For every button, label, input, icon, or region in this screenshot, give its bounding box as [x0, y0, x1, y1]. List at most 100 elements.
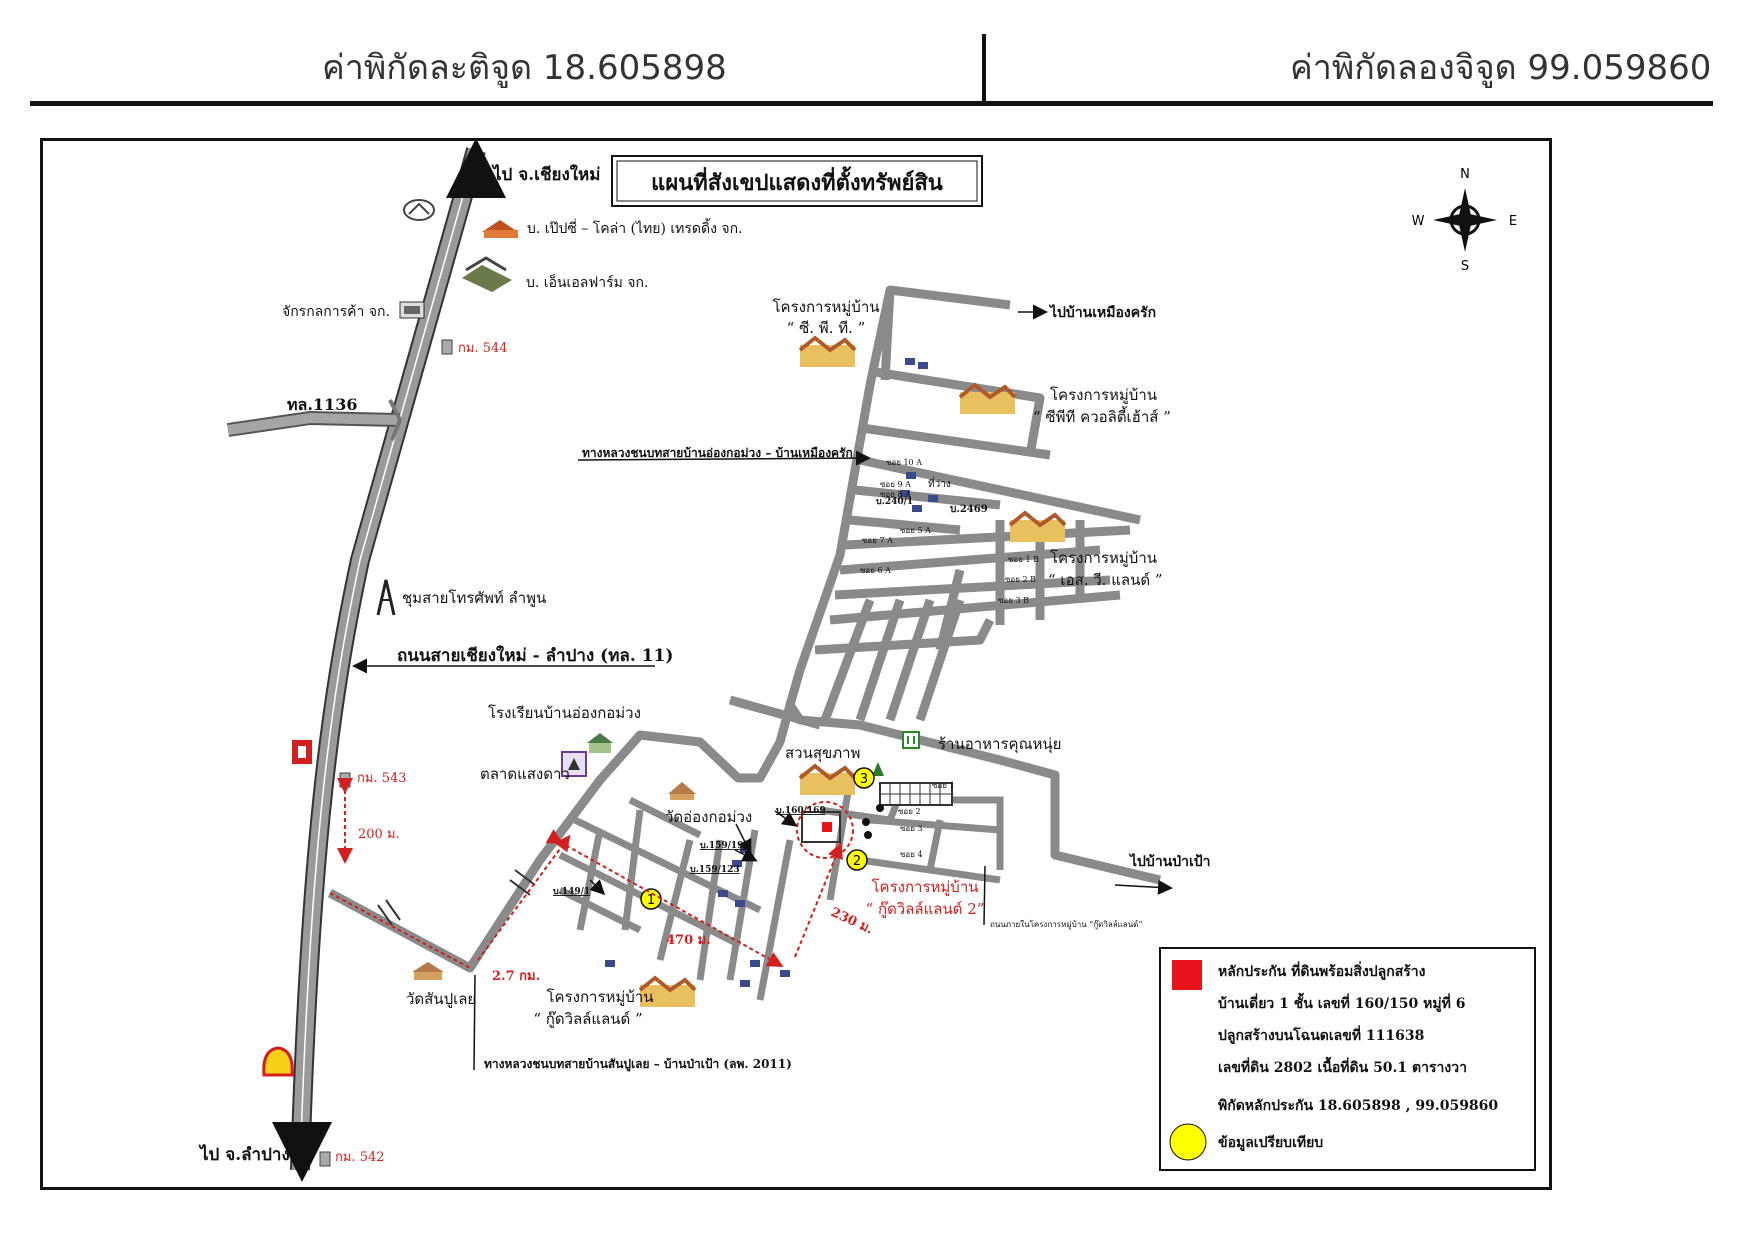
- label-goodville-road: ถนนภายในโครงการหมู่บ้าน “กู๊ดวิลล์แลนด์”: [990, 919, 1142, 930]
- label-arrows: [352, 304, 1173, 1071]
- local-roads: [327, 285, 1162, 973]
- compass-w: W: [1412, 214, 1425, 229]
- title-box: [611, 155, 983, 207]
- label-soi10a: ซอย 10 A: [886, 458, 922, 467]
- legend-collateral-1: หลักประกัน ที่ดินพร้อมสิ่งปลูกสร้าง: [1218, 961, 1426, 980]
- legend-collateral-swatch: [1172, 960, 1202, 990]
- distance-annotations: [329, 778, 843, 969]
- label-house-159-191: บ.159/191: [700, 841, 750, 851]
- comparable-marker-3: 3: [853, 767, 875, 789]
- building-block: [879, 782, 953, 806]
- label-soi5a: ซอย 5 A: [900, 526, 931, 535]
- telecom-tower-icon: [376, 579, 396, 616]
- label-soi3: ซอย 3: [900, 824, 923, 833]
- label-to-pa-pao: ไปบ้านป่าเป้า: [1128, 852, 1211, 870]
- highway-11: [290, 147, 486, 1171]
- park-tree-icon: [872, 762, 884, 776]
- compass-s: S: [1461, 259, 1469, 274]
- nl-farm-building-icon: [462, 256, 512, 292]
- legend-collateral-4: เลขที่ดิน 2802 เนื้อที่ดิน 50.1 ตารางวา: [1218, 1056, 1467, 1076]
- label-soi1: ซอย 1: [932, 781, 955, 790]
- label-km544: กม. 544: [458, 341, 508, 356]
- label-soi9a: ซอย 9 A: [880, 480, 911, 489]
- school-icon: [587, 733, 613, 753]
- label-wat-sanpulei: วัดสันปูเลย: [406, 990, 476, 1008]
- machinery-building-icon: [399, 301, 425, 319]
- label-proj-cpt-quality-2: “ ซีพีที ควอลิตี้เฮ้าส์ ”: [1033, 406, 1171, 426]
- header-rule: [30, 101, 1713, 106]
- compass-n: N: [1460, 167, 1470, 182]
- label-house-160: บ.160/169: [776, 806, 826, 816]
- legend-collateral-2: บ้านเดี่ยว 1 ชั้น เลขที่ 160/150 หมู่ที่…: [1218, 992, 1465, 1012]
- legend-comparable-swatch: [1169, 1123, 1207, 1161]
- label-house-2469: บ.2469: [950, 504, 988, 515]
- km-post-544-icon: [441, 339, 453, 355]
- legend-comparable: ข้อมูลเปรียบเทียบ: [1218, 1135, 1323, 1151]
- legend: หลักประกัน ที่ดินพร้อมสิ่งปลูกสร้าง บ้าน…: [1159, 947, 1536, 1171]
- housing-project-goodville2-icon: [798, 763, 857, 795]
- label-restaurant: ร้านอาหารคุณหนุ่ย: [938, 735, 1061, 754]
- mazda-logo-icon: [403, 199, 435, 221]
- label-to-muang-krak: ไปบ้านเหมืองครัก: [1048, 303, 1156, 321]
- label-to-chiangmai: ไป จ.เชียงใหม่: [491, 164, 600, 185]
- compass-e: E: [1509, 214, 1517, 229]
- rail-crossing-1: [377, 899, 401, 926]
- svg-text:3: 3: [860, 772, 868, 787]
- housing-project-sv-icon: [1008, 510, 1067, 542]
- label-dist-27: 2.7 กม.: [492, 969, 540, 984]
- comparable-marker-2: 2: [846, 849, 868, 871]
- label-proj-goodville2-2: “ กู๊ดวิลล์แลนด์ 2”: [866, 900, 985, 918]
- label-rural-road-north: ทางหลวงชนบทสายบ้านอ่องกอม่วง – บ้านเหมือ…: [582, 446, 853, 460]
- label-proj-cpt-quality-1: โครงการหมู่บ้าน: [1050, 386, 1157, 404]
- label-soi2b: ซอย 2 B: [1005, 575, 1036, 584]
- map-title: แผนที่สังเขปแสดงที่ตั้งทรัพย์สิน: [651, 166, 943, 196]
- pepsi-building-icon: [482, 220, 518, 238]
- collateral-plot: [796, 801, 854, 859]
- label-house-159-123: บ.159/123: [690, 865, 740, 875]
- header-divider-vertical: [982, 34, 986, 104]
- label-telecom: ชุมสายโทรศัพท์ ลำพูน: [402, 589, 546, 608]
- label-school: โรงเรียนบ้านอ่องกอม่วง: [488, 704, 641, 722]
- restaurant-icon: [902, 731, 920, 749]
- label-soi7a: ซอย 7 A: [862, 536, 893, 545]
- housing-project-cpt-icon: [798, 335, 857, 367]
- map-frame: [40, 138, 1552, 1190]
- label-house-149: บ.149/1: [553, 887, 590, 897]
- label-highway11: ถนนสายเชียงใหม่ - ลำปาง (ทล. 11): [397, 645, 673, 666]
- label-km542: กม. 542: [335, 1150, 385, 1165]
- temple-sanpulei-icon: [412, 962, 444, 980]
- label-soi6a: ซอย 6 A: [860, 566, 891, 575]
- label-soi2: ซอย 2: [898, 807, 921, 816]
- label-park: สวนสุขภาพ: [785, 744, 860, 763]
- legend-collateral-3: ปลูกสร้างบนโฉนดเลขที่ 111638: [1218, 1025, 1424, 1044]
- km-post-542-icon: [319, 1151, 331, 1167]
- label-soi4: ซอย 4: [900, 850, 923, 859]
- label-km543: กม. 543: [357, 771, 407, 786]
- market-icon: [561, 751, 587, 777]
- km-post-543-icon: [339, 772, 351, 788]
- compass-rose: N S E W: [1412, 167, 1518, 274]
- latitude-label: ค่าพิกัดละติจูด 18.605898: [322, 48, 727, 88]
- legend-collateral-5: พิกัดหลักประกัน 18.605898 , 99.059860: [1218, 1098, 1498, 1114]
- housing-project-goodville-icon: [638, 975, 697, 1007]
- label-pepsi: บ. เป๊ปซี่ – โคล่า (ไทย) เทรดดิ้ง จก.: [527, 218, 743, 237]
- label-proj-cpt-2: “ ซี. พี. ที. ”: [787, 319, 866, 337]
- label-soi1b: ซอย 1 B: [1008, 555, 1039, 564]
- housing-project-cpt-quality-icon: [958, 382, 1017, 414]
- label-rural-road-south: ทางหลวงชนบทสายบ้านสันปูเลย – บ้านป่าเป้า…: [484, 1057, 792, 1072]
- label-to-lampang: ไป จ.ลำปาง: [198, 1144, 290, 1165]
- longitude-label: ค่าพิกัดลองจิจูด 99.059860: [1290, 48, 1712, 88]
- label-soi8a: ซอย 8 A: [880, 490, 911, 499]
- temple-ongkomuang-icon: [668, 782, 696, 800]
- gas-station-icon: [292, 740, 312, 764]
- label-proj-goodville2-1: โครงการหมู่บ้าน: [871, 878, 978, 896]
- map-labels: ไป จ.เชียงใหม่ ไป จ.ลำปาง บ. เป๊ปซี่ – โ…: [198, 164, 1211, 1165]
- rail-crossing-2: [509, 869, 536, 896]
- label-dist-470: 470 ม.: [666, 933, 711, 948]
- label-market: ตลาดแสงดาว: [480, 765, 570, 783]
- shell-logo-icon: [262, 1046, 294, 1077]
- label-house-240: บ.240/1: [876, 497, 913, 507]
- label-proj-sv-2: “ เอส. วี. แลนด์ ”: [1048, 571, 1163, 589]
- label-nl-farm: บ. เอ็นเอลฟาร์ม จก.: [526, 273, 648, 291]
